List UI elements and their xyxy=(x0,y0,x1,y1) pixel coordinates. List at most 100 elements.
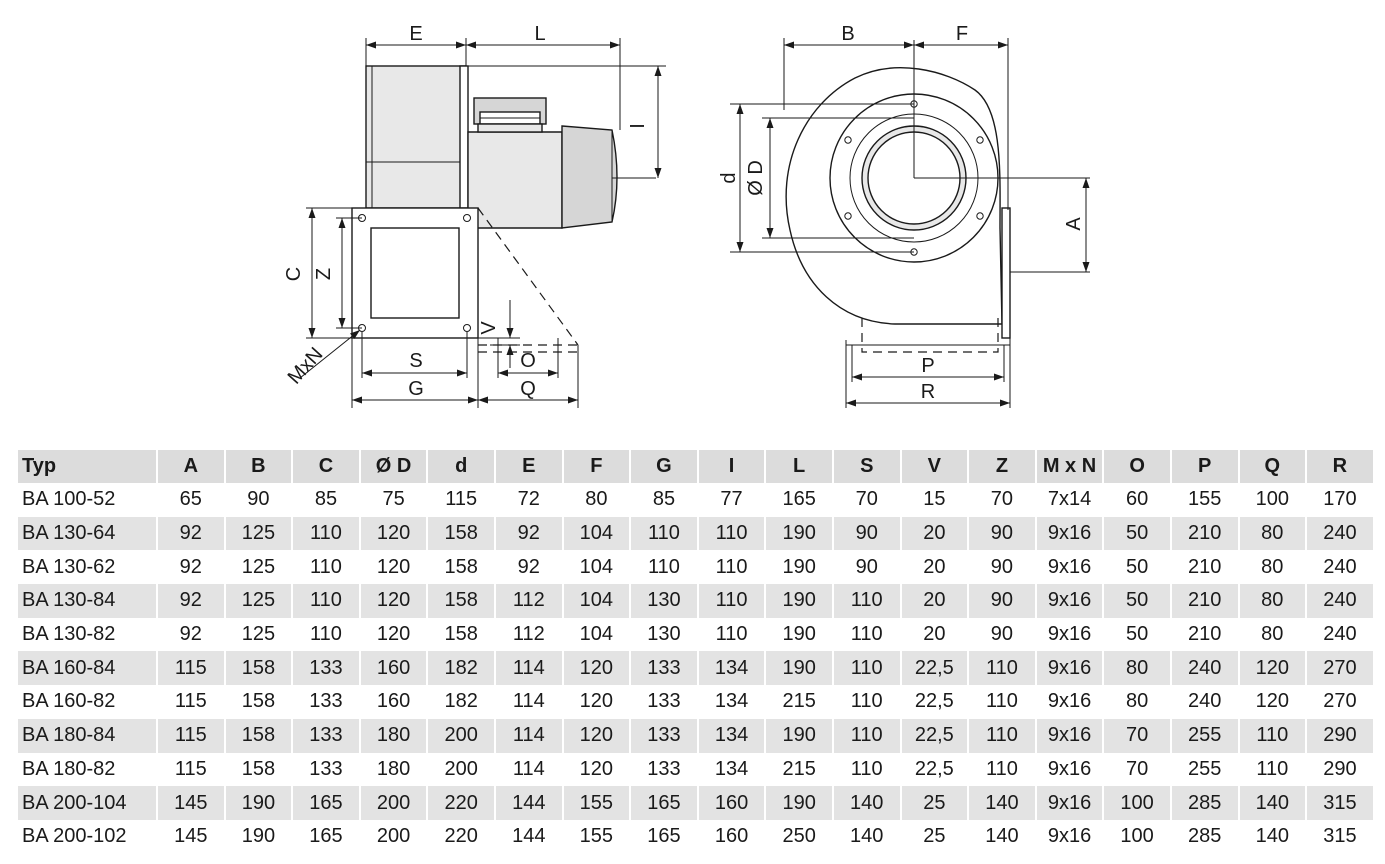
dimension-cell: 20 xyxy=(923,555,946,578)
dimension-cell: 158 xyxy=(225,651,292,686)
dimension-cell: 65 xyxy=(179,488,202,511)
dimension-cell: 20 xyxy=(901,516,968,551)
dimension-cell: 114 xyxy=(495,651,562,686)
dimension-cell: 9x16 xyxy=(1047,825,1092,848)
dimension-cell: 255 xyxy=(1171,718,1238,753)
dimension-cell: 190 xyxy=(766,584,832,618)
dimension-cell: 110 xyxy=(715,623,748,646)
model-type-cell: BA 180-82 xyxy=(22,757,116,780)
dimension-cell: 315 xyxy=(1323,825,1357,848)
column-header: R xyxy=(1307,450,1373,483)
column-header: F xyxy=(563,450,630,483)
dimension-cell: 110 xyxy=(698,516,765,551)
dimension-cell: 9x16 xyxy=(1036,584,1103,618)
model-type-cell: BA 200-102 xyxy=(22,825,127,848)
dimension-cell: 180 xyxy=(376,757,411,780)
dimension-cell: 104 xyxy=(579,623,614,646)
dimension-cell: 190 xyxy=(225,786,292,820)
column-header: I xyxy=(698,450,765,483)
dimension-cell: 140 xyxy=(1239,786,1306,820)
dimension-cell: 110 xyxy=(833,651,900,686)
dimension-cell: 215 xyxy=(782,690,816,713)
model-type-cell: BA 200-104 xyxy=(18,786,156,820)
dim-label-z: Z xyxy=(313,268,335,280)
dimension-cell: 90 xyxy=(247,488,270,511)
column-header: L xyxy=(766,450,832,483)
dimension-cell: 7x14 xyxy=(1047,488,1092,511)
dimension-cell: 134 xyxy=(714,690,749,713)
model-type-cell: BA 130-84 xyxy=(18,584,156,618)
dimension-cell: 140 xyxy=(969,786,1035,820)
dimension-cell: 114 xyxy=(512,690,545,713)
dimension-cell: 70 xyxy=(990,488,1014,511)
dimension-cell: 115 xyxy=(158,651,224,686)
dimension-cell: 120 xyxy=(360,516,427,551)
dimension-cell: 133 xyxy=(293,651,359,686)
technical-drawings: E L I C Z V MxN S G O Q xyxy=(283,23,1090,408)
dimension-cell: 285 xyxy=(1188,825,1222,848)
dimension-cell: 120 xyxy=(376,555,411,578)
model-type-cell: BA 160-82 xyxy=(22,690,116,713)
dimension-cell: 9x16 xyxy=(1047,690,1092,713)
dimension-cell: 120 xyxy=(563,651,630,686)
dimension-cell: 140 xyxy=(833,786,900,820)
dimension-cell: 115 xyxy=(174,757,207,780)
dimension-cell: 9x16 xyxy=(1047,623,1092,646)
dimension-cell: 133 xyxy=(309,757,343,780)
dimension-cell: 125 xyxy=(225,516,292,551)
dimension-cell: 9x16 xyxy=(1036,516,1103,551)
column-header: A xyxy=(158,450,224,483)
dimension-cell: 112 xyxy=(512,623,545,646)
model-type-cell: BA 160-84 xyxy=(18,651,156,686)
dimension-cell: 165 xyxy=(647,825,681,848)
dimension-cell: 240 xyxy=(1323,623,1357,646)
model-type-cell: BA 180-84 xyxy=(18,718,156,753)
column-header: G xyxy=(631,450,697,483)
dimension-cell: 290 xyxy=(1323,757,1357,780)
dimension-cell: 110 xyxy=(715,555,748,578)
dimension-cell: 70 xyxy=(1104,718,1170,753)
dimension-cell: 250 xyxy=(782,825,816,848)
dimension-cell: 120 xyxy=(1255,690,1289,713)
dimension-cell: 158 xyxy=(444,555,478,578)
dimension-cell: 110 xyxy=(293,516,359,551)
dim-label-e: E xyxy=(409,23,422,45)
dimension-cell: 110 xyxy=(850,623,883,646)
dimension-cell: 240 xyxy=(1188,690,1222,713)
dimension-cell: 80 xyxy=(1239,516,1306,551)
dimension-cell: 90 xyxy=(990,555,1014,578)
dimension-cell: 270 xyxy=(1307,651,1373,686)
dimension-cell: 200 xyxy=(444,757,478,780)
dimension-cell: 160 xyxy=(360,651,427,686)
dimension-cell: 80 xyxy=(1239,584,1306,618)
dimension-cell: 165 xyxy=(293,786,359,820)
dimension-cell: 110 xyxy=(648,555,680,578)
dimension-cell: 240 xyxy=(1307,584,1373,618)
dimension-cell: 210 xyxy=(1188,555,1222,578)
dimension-cell: 130 xyxy=(647,623,681,646)
dimension-cell: 315 xyxy=(1307,786,1373,820)
model-type-cell: BA 130-62 xyxy=(22,555,116,578)
dimension-cell: 92 xyxy=(179,555,202,578)
dimension-cell: 104 xyxy=(563,516,630,551)
dimension-cell: 220 xyxy=(444,825,478,848)
dimension-cell: 90 xyxy=(855,555,878,578)
dim-label-a: A xyxy=(1063,217,1085,231)
dimension-cell: 133 xyxy=(293,718,359,753)
dimension-cell: 104 xyxy=(563,584,630,618)
dimension-cell: 75 xyxy=(382,488,405,511)
dimension-cell: 92 xyxy=(495,516,562,551)
dimension-cell: 110 xyxy=(310,623,342,646)
dimension-cell: 220 xyxy=(428,786,494,820)
dimension-cell: 140 xyxy=(850,825,884,848)
dimension-cell: 110 xyxy=(969,718,1035,753)
dim-label-b: B xyxy=(841,23,854,45)
